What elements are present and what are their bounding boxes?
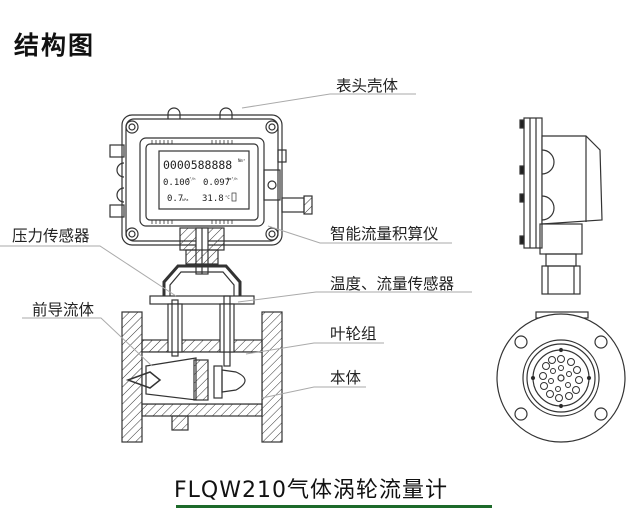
page-title: 结构图 [14, 31, 96, 60]
label-body: 本体 [330, 369, 362, 387]
leader-totalizer [267, 225, 452, 244]
label-pressure-sensor: 压力传感器 [12, 227, 90, 245]
leader-front-flow-body [22, 317, 153, 367]
side-view [496, 117, 626, 443]
lcd-flow-a-unit: m³/h [187, 177, 195, 181]
leader-housing [241, 93, 416, 109]
lcd-total-unit: Nm³ [238, 158, 245, 163]
lcd-flow-a: 0.100 [163, 178, 190, 188]
lcd-temperature-unit: °C [225, 195, 230, 200]
front-view [109, 107, 313, 443]
battery-icon [231, 192, 237, 202]
leader-lines [0, 93, 472, 399]
lcd-content: 0000588888 Nm³ 0.100 m³/h 0.097 Nm³/h 0.… [163, 158, 245, 204]
label-temp-flow-sensor: 温度、流量传感器 [330, 275, 455, 293]
leader-temp-flow-sensor [237, 291, 472, 303]
caption-underline [176, 505, 492, 508]
leader-pressure-sensor [0, 245, 177, 297]
lcd-pressure: 0.7 [167, 194, 183, 204]
label-totalizer: 智能流量积算仪 [330, 225, 439, 243]
product-caption: FLQW210气体涡轮流量计 [174, 478, 448, 503]
label-housing: 表头壳体 [336, 77, 399, 95]
lcd-screen [158, 150, 250, 210]
label-impeller: 叶轮组 [330, 325, 377, 343]
leader-body [261, 386, 366, 399]
lcd-flow-b-unit: Nm³/h [227, 177, 238, 181]
lcd-flow-b: 0.097 [203, 178, 230, 188]
lcd-pressure-unit: kPa [182, 198, 188, 202]
lcd-total: 0000588888 [163, 158, 232, 172]
leader-impeller [245, 342, 384, 355]
label-front-flow-body: 前导流体 [32, 301, 95, 319]
lcd-temperature: 31.8 [202, 194, 224, 204]
